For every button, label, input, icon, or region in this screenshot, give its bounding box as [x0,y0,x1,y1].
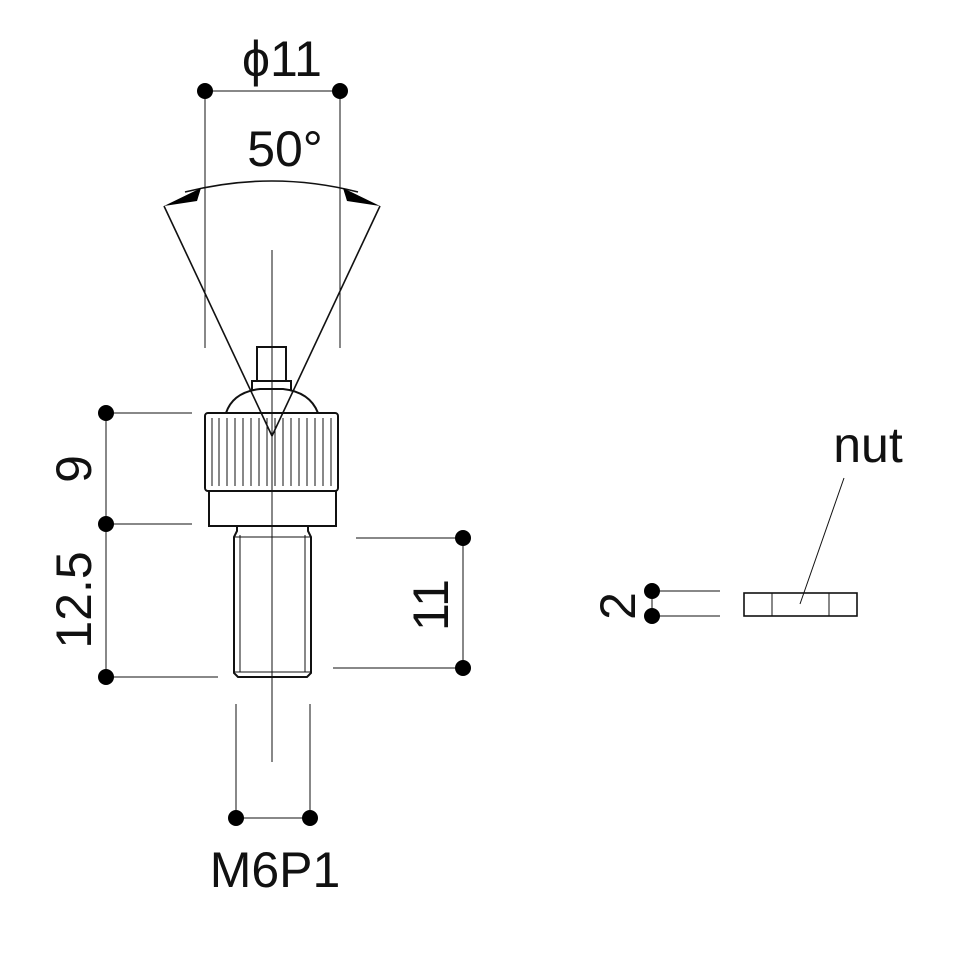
head-height-label: 9 [46,455,102,483]
thread-spec-dimension: M6P1 [210,704,341,898]
diameter-label: ϕ11 [242,31,322,87]
thread-length-dimension: 11 [333,530,471,676]
angle-label: 50° [247,121,323,177]
nut-thickness-dimension: 2 [590,583,720,624]
angle-arrow-right-icon [343,188,380,206]
nut-body [743,592,858,617]
thread-spec-label: M6P1 [210,842,341,898]
total-height-label: 12.5 [46,551,102,648]
nut-label: nut [833,417,903,473]
nut-part: nut [743,417,903,617]
nut-thickness-label: 2 [590,592,646,620]
height-dimensions: 9 12.5 [46,405,218,685]
angle-dimension: 50° [163,121,381,437]
diameter-dimension: ϕ11 [197,31,348,348]
thread-length-label: 11 [403,579,459,631]
angle-arrow-left-icon [164,188,201,206]
knurl-lines [211,418,332,486]
